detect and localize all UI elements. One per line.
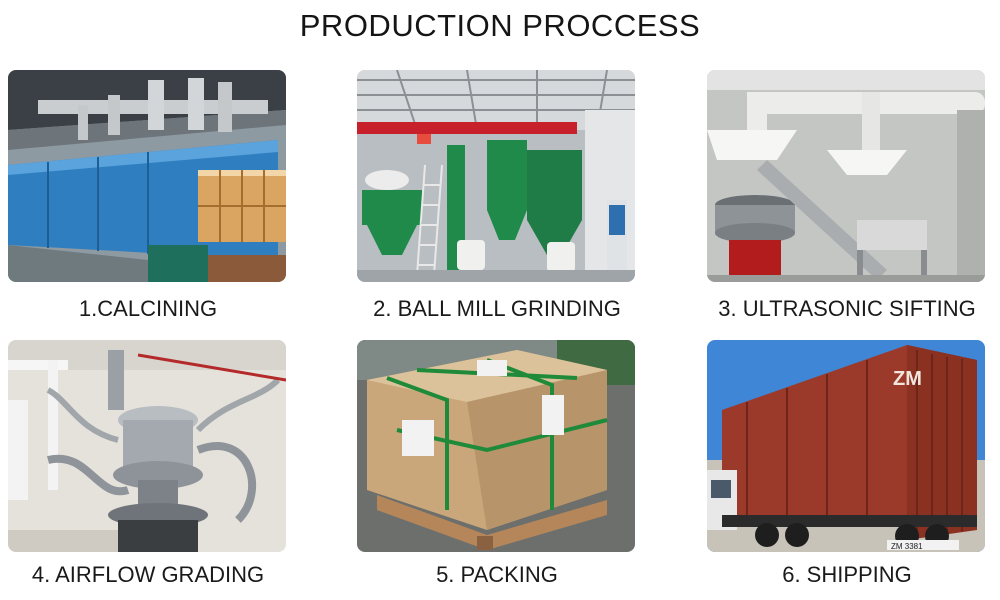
step-caption: 5. PACKING xyxy=(436,562,558,587)
container-mark: ZM xyxy=(893,368,922,390)
step-caption: 6. SHIPPING xyxy=(782,562,912,587)
page-title: PRODUCTION PROCCESS xyxy=(299,8,701,43)
calcining-kiln-photo xyxy=(8,70,286,282)
step-calcining: 1.CALCINING xyxy=(8,70,288,321)
step-ball-mill-grinding: 2. BALL MILL GRINDING xyxy=(357,70,637,321)
step-packing: 5. PACKING xyxy=(357,340,637,587)
packed-pallet-photo xyxy=(357,340,635,552)
ultrasonic-sifter-photo xyxy=(707,70,985,282)
step-ultrasonic-sifting: 3. ULTRASONIC SIFTING xyxy=(707,70,987,321)
step-caption: 2. BALL MILL GRINDING xyxy=(373,296,621,321)
step-caption: 3. ULTRASONIC SIFTING xyxy=(718,296,976,321)
plate-text: ZM 3381 xyxy=(891,542,923,551)
step-shipping: ZM ZM 3381 6. SHIPPING xyxy=(707,340,987,587)
ball-mill-photo xyxy=(357,70,635,282)
step-airflow-grading: 4. AIRFLOW GRADING xyxy=(8,340,288,587)
step-caption: 4. AIRFLOW GRADING xyxy=(31,562,265,587)
shipping-container-truck-photo: ZM ZM 3381 xyxy=(707,340,985,552)
airflow-classifier-photo xyxy=(8,340,286,552)
step-caption: 1.CALCINING xyxy=(78,296,218,321)
